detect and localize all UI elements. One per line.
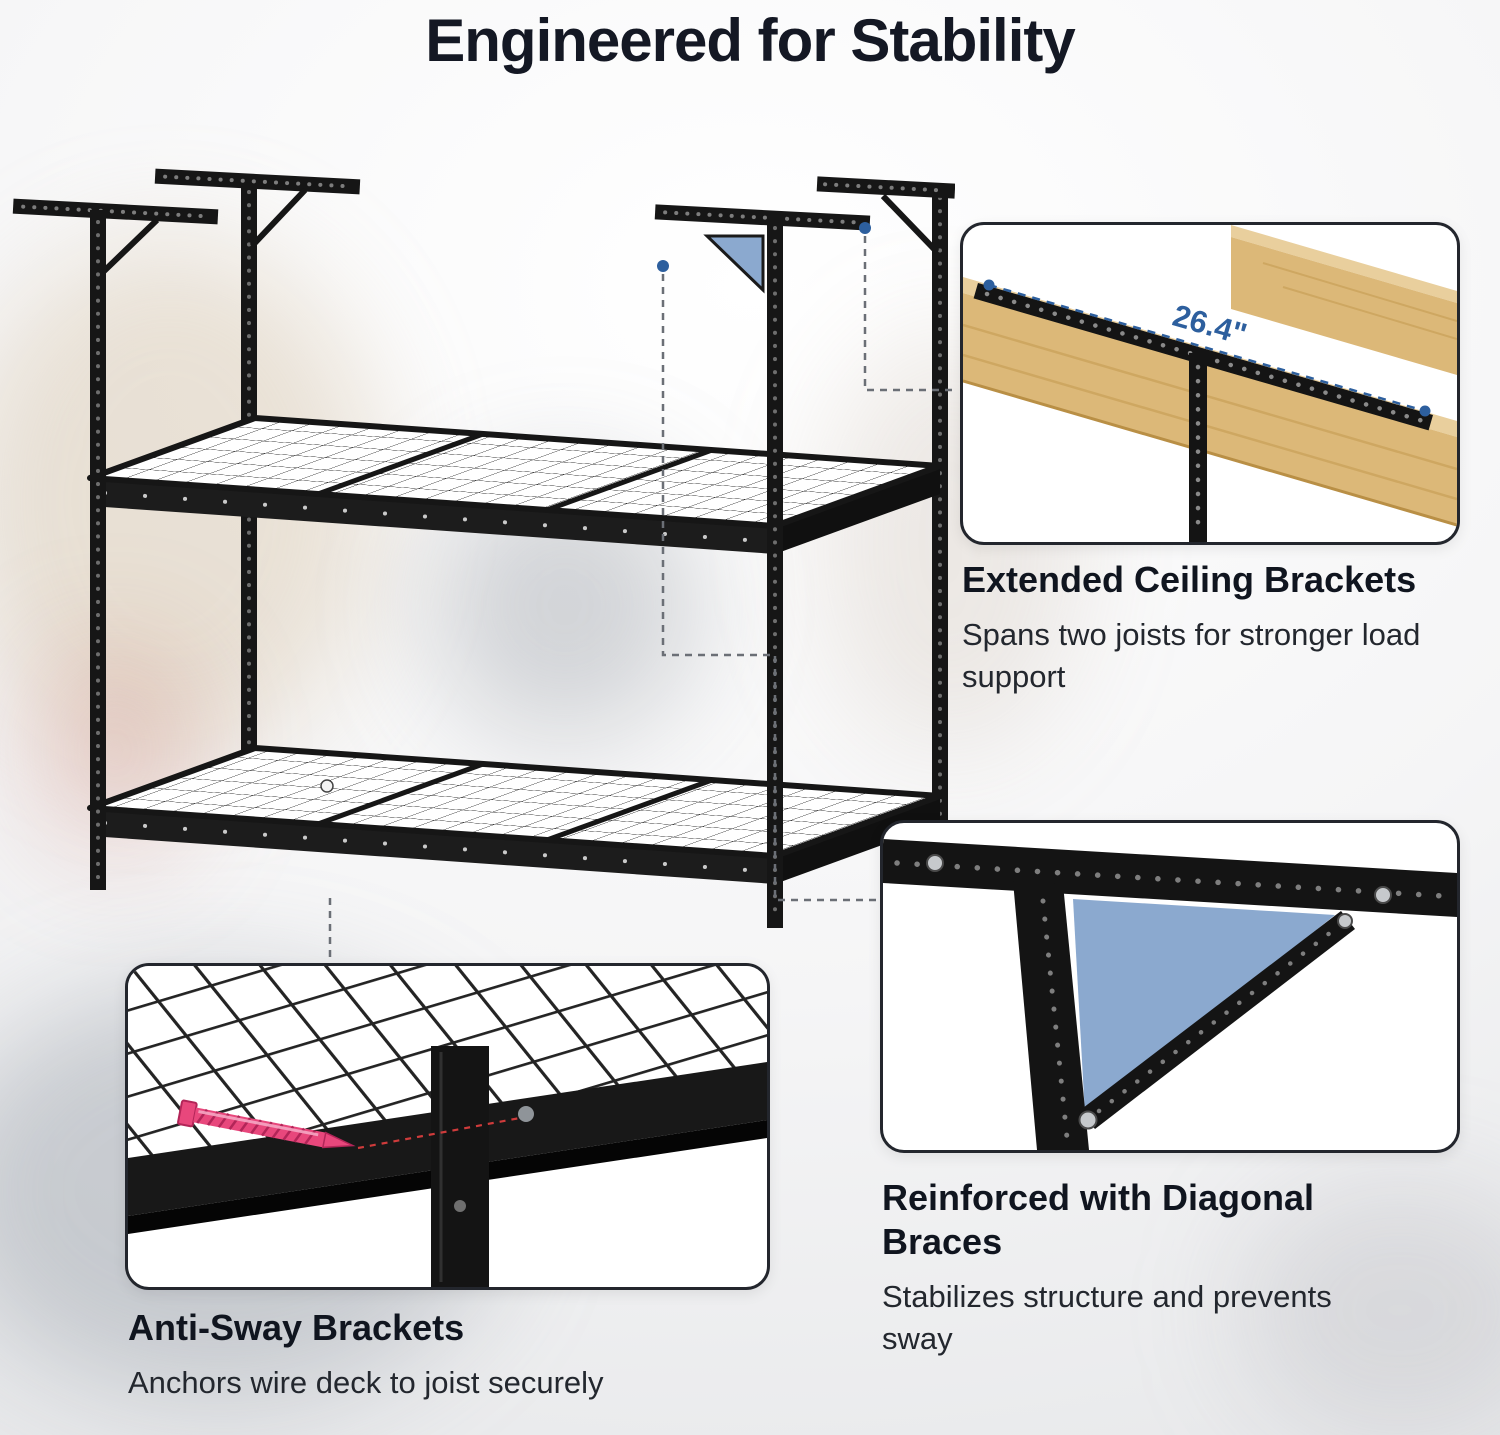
frame-hole (518, 1106, 534, 1122)
feature-description: Stabilizes structure and prevents sway (882, 1278, 1332, 1356)
feature-title: Extended Ceiling Brackets (962, 559, 1417, 600)
lower-shelf (87, 745, 943, 884)
horizontal-beam (883, 839, 1457, 917)
ceiling-bracket-bar (973, 283, 1433, 542)
anchor-screw-icon (177, 1099, 356, 1149)
caption-anti-sway-brackets: Anti-Sway Brackets Anchors wire deck to … (128, 1306, 778, 1404)
caption-extended-ceiling-brackets: Extended Ceiling Brackets Spans two jois… (962, 558, 1452, 698)
blue-diagonal-brace-highlight (703, 234, 765, 294)
ceiling-bracket-detail: 26.4" (963, 225, 1457, 542)
feature-title: Anti-Sway Brackets (128, 1307, 465, 1348)
upper-shelf (87, 415, 943, 554)
caption-diagonal-braces: Reinforced with Diagonal Braces Stabiliz… (882, 1176, 1352, 1360)
ceiling-brackets (12, 168, 955, 294)
feature-description: Anchors wire deck to joist securely (128, 1364, 604, 1400)
diagonal-brace-detail (883, 839, 1457, 1150)
brace-highlight-triangle (1073, 899, 1335, 1115)
overhead-rack-illustration (12, 168, 955, 928)
screw-guide-line (357, 1116, 521, 1150)
feature-description: Spans two joists for stronger load suppo… (962, 616, 1421, 694)
anti-sway-tube (431, 1046, 489, 1287)
diagonal-brace-bar (1078, 911, 1355, 1130)
background-blur-floor (1240, 1180, 1500, 1435)
wood-joist-back (1231, 225, 1457, 375)
anchor-hole (320, 779, 334, 793)
inset-extended-ceiling-brackets: 26.4" (960, 222, 1460, 545)
inset-anti-sway-brackets (125, 963, 770, 1290)
anti-sway-detail (128, 966, 767, 1287)
page-title: Engineered for Stability (425, 7, 1075, 74)
inset-diagonal-braces (880, 820, 1460, 1153)
feature-title: Reinforced with Diagonal Braces (882, 1177, 1315, 1262)
vertical-post (1013, 881, 1089, 1150)
